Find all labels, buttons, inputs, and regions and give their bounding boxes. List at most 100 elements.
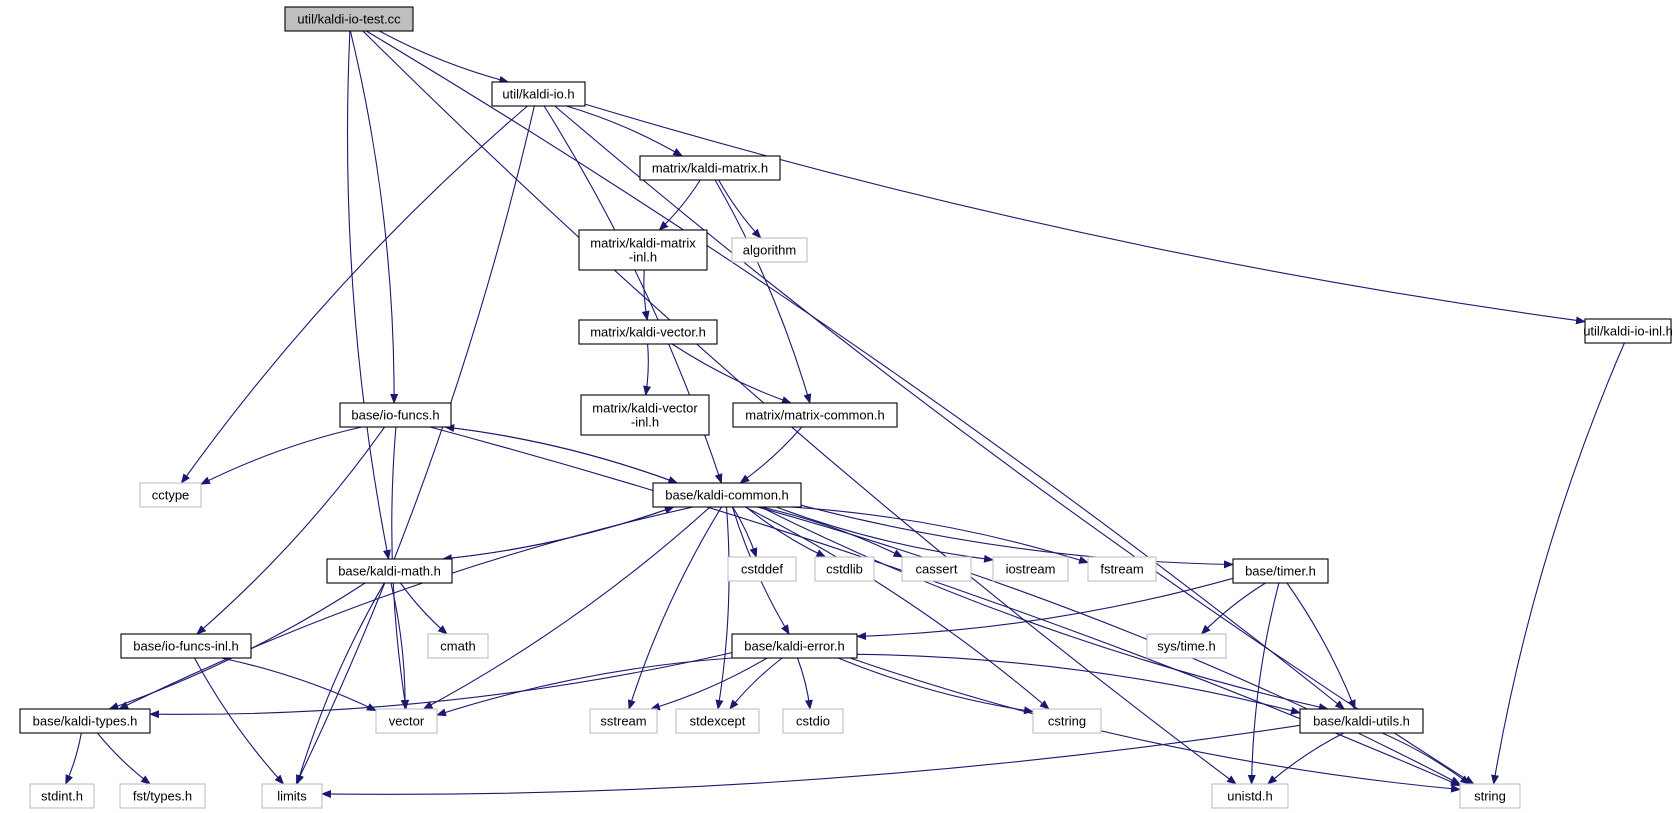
node-box bbox=[1211, 783, 1289, 809]
node-label: cstdio bbox=[796, 714, 830, 729]
node-box bbox=[326, 558, 453, 584]
node-label: cassert bbox=[916, 562, 958, 577]
node-box bbox=[1459, 783, 1521, 809]
edge-common-to-vector bbox=[422, 506, 711, 710]
edge-error-to-vector bbox=[436, 657, 733, 717]
node-matcommon[interactable]: matrix/matrix-common.h bbox=[732, 402, 898, 428]
node-box bbox=[639, 155, 781, 181]
node-vector-inl[interactable]: matrix/kaldi-vector-inl.h bbox=[580, 394, 710, 436]
node-cstring: cstring bbox=[1032, 708, 1102, 734]
edge-math-to-limits bbox=[295, 582, 385, 785]
edge-utils-to-unistd bbox=[1267, 732, 1344, 785]
node-box bbox=[731, 237, 808, 263]
node-box bbox=[1087, 556, 1157, 582]
node-box bbox=[901, 556, 972, 582]
node-label: fst/types.h bbox=[133, 789, 192, 804]
edge-timer-to-unistd bbox=[1247, 582, 1280, 785]
node-box bbox=[992, 556, 1069, 582]
edge-test-to-io bbox=[379, 30, 510, 84]
node-box bbox=[782, 708, 844, 734]
edge-common-to-timer bbox=[800, 504, 1234, 569]
edge-io-to-matrix bbox=[566, 105, 684, 157]
node-iofuncs[interactable]: base/io-funcs.h bbox=[339, 402, 452, 428]
edge-vector_h-to-matcommon bbox=[671, 343, 792, 404]
node-label: -inl.h bbox=[629, 250, 657, 265]
edge-error-to-sstream bbox=[649, 657, 768, 711]
node-label: cstring bbox=[1048, 714, 1086, 729]
node-box bbox=[284, 6, 414, 32]
edge-io-to-string bbox=[554, 105, 1475, 785]
edge-common-to-cstdlib bbox=[745, 506, 827, 558]
edge-test-to-math bbox=[346, 30, 391, 560]
node-box bbox=[427, 633, 489, 659]
node-error[interactable]: base/kaldi-error.h bbox=[731, 633, 858, 659]
node-string: string bbox=[1459, 783, 1521, 809]
node-box bbox=[261, 783, 323, 809]
edge-types-to-fsttypes bbox=[96, 732, 151, 785]
node-box bbox=[491, 81, 586, 107]
edge-utils-to-limits bbox=[321, 724, 1301, 799]
node-label: util/kaldi-io.h bbox=[502, 87, 574, 102]
node-label: algorithm bbox=[743, 243, 796, 258]
node-algorithm: algorithm bbox=[731, 237, 808, 263]
node-fsttypes: fst/types.h bbox=[119, 783, 206, 809]
edge-math-to-cmath bbox=[400, 582, 448, 635]
node-label: matrix/kaldi-matrix.h bbox=[652, 161, 768, 176]
edge-common-to-cstring bbox=[744, 506, 1050, 710]
node-timer[interactable]: base/timer.h bbox=[1232, 558, 1329, 584]
edge-common-to-fstream bbox=[791, 506, 1089, 564]
node-label: iostream bbox=[1006, 562, 1056, 577]
node-box bbox=[119, 783, 206, 809]
node-io-inl[interactable]: util/kaldi-io-inl.h bbox=[1583, 318, 1673, 344]
edge-common-to-iostream bbox=[776, 506, 994, 563]
node-label: cctype bbox=[152, 488, 190, 503]
node-utils[interactable]: base/kaldi-utils.h bbox=[1299, 708, 1424, 734]
node-types[interactable]: base/kaldi-types.h bbox=[19, 708, 151, 734]
edge-common-to-stdexcept bbox=[715, 506, 730, 710]
node-box bbox=[727, 556, 797, 582]
node-label: matrix/kaldi-matrix bbox=[590, 236, 696, 251]
node-label: util/kaldi-io-test.cc bbox=[297, 12, 401, 27]
node-label: cstdlib bbox=[826, 562, 863, 577]
edge-error-to-cstdio bbox=[796, 657, 813, 710]
node-matrix[interactable]: matrix/kaldi-matrix.h bbox=[639, 155, 781, 181]
node-label: limits bbox=[277, 789, 307, 804]
node-matrix-inl[interactable]: matrix/kaldi-matrix-inl.h bbox=[578, 229, 708, 271]
node-test[interactable]: util/kaldi-io-test.cc bbox=[284, 6, 414, 32]
node-box bbox=[580, 394, 710, 436]
node-common[interactable]: base/kaldi-common.h bbox=[652, 482, 802, 508]
node-label: sys/time.h bbox=[1157, 639, 1216, 654]
node-cassert: cassert bbox=[901, 556, 972, 582]
node-box bbox=[1584, 318, 1672, 344]
node-math[interactable]: base/kaldi-math.h bbox=[326, 558, 453, 584]
edge-matcommon-to-common bbox=[739, 426, 803, 484]
node-box bbox=[375, 708, 438, 734]
node-vector: vector bbox=[375, 708, 438, 734]
edge-common-to-iofuncs bbox=[444, 424, 678, 484]
node-box bbox=[1032, 708, 1102, 734]
node-label: cmath bbox=[440, 639, 475, 654]
node-stdexcept: stdexcept bbox=[675, 708, 760, 734]
edge-test-to-iofuncs bbox=[349, 30, 399, 404]
edge-iofuncs_inl-to-vector bbox=[221, 657, 377, 712]
node-label: base/kaldi-common.h bbox=[665, 488, 789, 503]
node-label: matrix/kaldi-vector bbox=[592, 401, 698, 416]
node-io[interactable]: util/kaldi-io.h bbox=[491, 81, 586, 107]
node-cmath: cmath bbox=[427, 633, 489, 659]
node-box bbox=[139, 482, 202, 508]
edge-math-to-vector bbox=[390, 582, 410, 710]
edge-error-to-types bbox=[149, 652, 733, 719]
node-box bbox=[731, 633, 858, 659]
node-label: cstddef bbox=[741, 562, 783, 577]
nodes-layer: util/kaldi-io-test.cc util/kaldi-io.h matr… bbox=[19, 6, 1673, 809]
node-box bbox=[578, 229, 708, 271]
node-unistd: unistd.h bbox=[1211, 783, 1289, 809]
node-cstdio: cstdio bbox=[782, 708, 844, 734]
node-vector-h[interactable]: matrix/kaldi-vector.h bbox=[578, 319, 718, 345]
node-label: stdexcept bbox=[690, 714, 746, 729]
node-iofuncs-inl[interactable]: base/io-funcs-inl.h bbox=[120, 633, 252, 659]
node-label: string bbox=[1474, 789, 1506, 804]
node-label: stdint.h bbox=[41, 789, 83, 804]
node-label: base/kaldi-error.h bbox=[744, 639, 844, 654]
